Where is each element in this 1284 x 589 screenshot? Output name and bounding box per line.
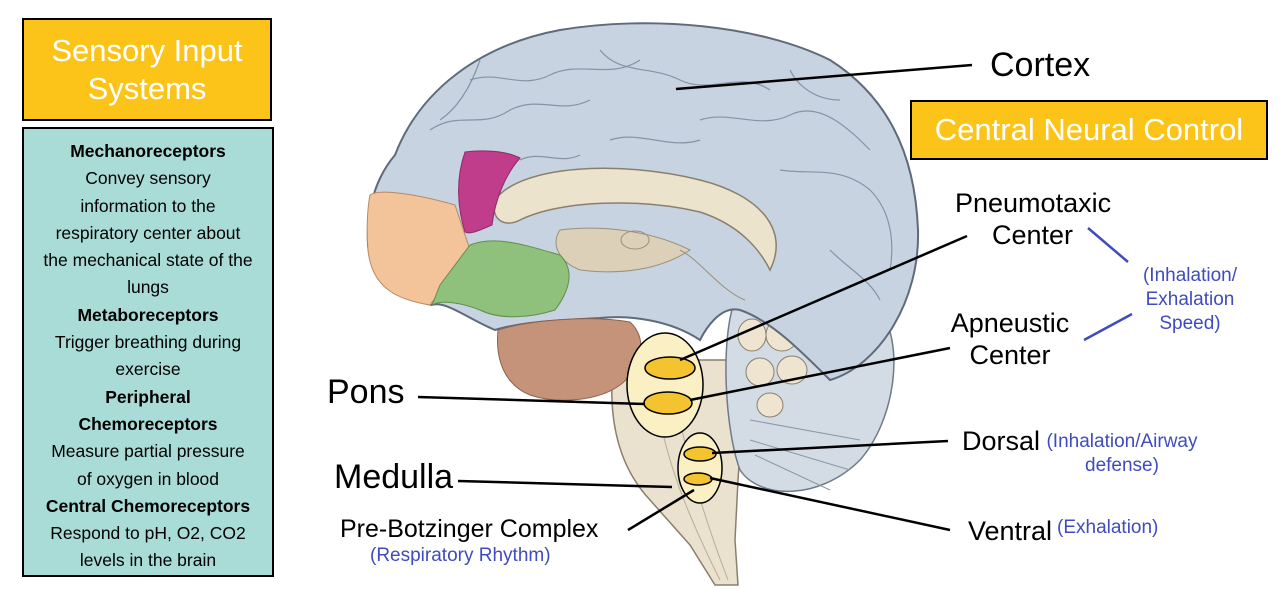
pre-botzinger-nucleus (683, 472, 713, 486)
temporal-region (496, 318, 642, 401)
apneustic-label-line2: Center (969, 339, 1051, 370)
central-neural-control-box: Central Neural Control (910, 100, 1268, 160)
central-chemoreceptors-desc-1: Respond to pH, O2, CO2 (50, 523, 246, 544)
sensory-input-title-line2: Systems (87, 70, 207, 106)
speed-note-line3: Speed) (1159, 312, 1221, 334)
pre-botzinger-leader (627, 488, 695, 532)
dorsal-note-line2: defense) (1085, 454, 1159, 476)
pons-label: Pons (327, 373, 405, 411)
pneumotaxic-label: Pneumotaxic Center (955, 188, 1112, 252)
apneustic-label-line1: Apneustic (950, 308, 1070, 338)
central-neural-control-title: Central Neural Control (934, 112, 1244, 147)
metaboreceptors-heading: Metaboreceptors (77, 304, 219, 325)
sensory-input-title-box: Sensory Input Systems (22, 18, 272, 121)
mechanoreceptors-desc-2: information to the (80, 195, 216, 216)
peripheral-chemoreceptors-desc-1: Measure partial pressure (51, 441, 245, 462)
mechanoreceptors-desc-3: respiratory center about (55, 222, 241, 243)
pons-bulge (626, 332, 704, 438)
inhalation-exhalation-speed-note: (Inhalation/ Exhalation Speed) (1130, 264, 1250, 335)
peripheral-chemoreceptors-heading-1: Peripheral (105, 386, 191, 407)
speed-note-line1: (Inhalation/ (1142, 265, 1237, 286)
medulla-bulge (677, 432, 723, 504)
pneumotaxic-nucleus (644, 356, 696, 380)
cortex-label: Cortex (990, 46, 1091, 84)
apneustic-label: Apneustic Center (940, 308, 1080, 372)
central-chemoreceptors-heading: Central Chemoreceptors (45, 495, 251, 516)
corpus-callosum (493, 167, 777, 272)
pons-leader (417, 395, 646, 406)
dorsal-leader (711, 439, 949, 455)
dorsal-note: (Inhalation/Airway defense) (1043, 430, 1201, 478)
peripheral-chemoreceptors-heading-2: Chemoreceptors (78, 413, 218, 434)
speed-brackets (1083, 227, 1133, 342)
magenta-region (458, 150, 521, 234)
metaboreceptors-desc-2: exercise (115, 359, 181, 380)
ventral-leader (709, 476, 951, 532)
pneumotaxic-label-line1: Pneumotaxic (955, 188, 1112, 218)
pneumotaxic-leader (679, 234, 968, 362)
mechanoreceptors-heading: Mechanoreceptors (70, 141, 226, 161)
ventral-label: Ventral (968, 516, 1053, 546)
medulla-leader (457, 479, 673, 489)
frontal-region (366, 191, 471, 306)
green-region (430, 240, 570, 318)
cortex-leader (675, 63, 973, 91)
speed-note-line2: Exhalation (1145, 288, 1235, 310)
ventral-note: (Exhalation) (1057, 517, 1159, 538)
dorsal-note-line1: (Inhalation/Airway (1046, 431, 1198, 452)
mechanoreceptors-desc-1: Convey sensory (85, 168, 211, 189)
pneumotaxic-label-line2: Center (991, 219, 1074, 250)
dorsal-nucleus (683, 446, 717, 462)
metaboreceptors-desc-1: Trigger breathing during (54, 332, 242, 353)
dorsal-label: Dorsal (962, 426, 1041, 456)
pre-botzinger-label: Pre-Botzinger Complex (340, 515, 599, 543)
sensory-input-title-line1: Sensory Input (51, 32, 243, 68)
leader-lines (417, 63, 973, 532)
apneustic-nucleus (643, 391, 693, 415)
pre-botzinger-note: (Respiratory Rhythm) (370, 545, 551, 566)
mechanoreceptors-desc-5: lungs (127, 277, 169, 298)
apneustic-leader (689, 346, 951, 402)
medulla-label: Medulla (334, 458, 454, 496)
peripheral-chemoreceptors-desc-2: of oxygen in blood (76, 468, 220, 489)
mechanoreceptors-desc-4: the mechanical state of the (43, 250, 253, 271)
central-chemoreceptors-desc-2: levels in the brain (79, 550, 217, 571)
receptor-list-box: Mechanoreceptors Convey sensory informat… (22, 127, 274, 577)
gyri (399, 49, 893, 301)
